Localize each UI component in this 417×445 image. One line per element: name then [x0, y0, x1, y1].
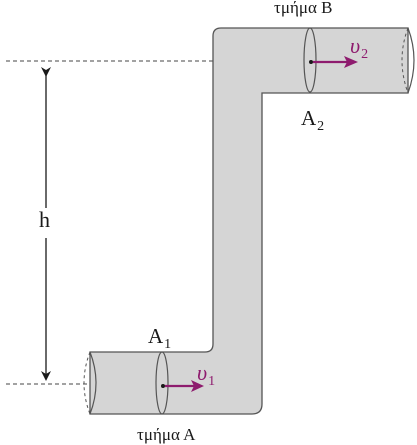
area-a1-subscript: 1: [164, 337, 172, 352]
pipe-body: [89, 27, 409, 415]
height-label: h: [39, 207, 50, 232]
area-a1-label: A1: [148, 324, 172, 352]
height-label-gap: [38, 208, 54, 238]
velocity-2-arrowhead: [344, 56, 358, 68]
pipe-end-left: [89, 351, 97, 415]
pipe-end-left-hidden: [83, 351, 91, 415]
velocity-2-symbol: υ: [350, 33, 361, 58]
pipe-end-right: [407, 27, 415, 94]
velocity-1-arrowhead: [191, 380, 204, 392]
velocity-1-origin-dot: [161, 384, 165, 388]
velocity-2-label: υ2: [350, 33, 369, 62]
cross-section-a2: [303, 27, 317, 93]
pipe-end-right-hidden: [401, 27, 409, 94]
velocity-1-label: υ1: [197, 360, 216, 389]
section-a-label: τμήμα Α: [137, 425, 196, 444]
velocity-2-subscript: 2: [361, 47, 369, 62]
cross-section-a1: [155, 351, 169, 415]
area-a2-subscript: 2: [317, 119, 325, 134]
velocity-1-subscript: 1: [208, 374, 216, 389]
area-a2-symbol: A: [301, 106, 317, 130]
velocity-1-symbol: υ: [197, 360, 208, 385]
section-b-label: τμήμα Β: [274, 0, 333, 17]
area-a1-symbol: A: [148, 324, 164, 348]
velocity-2-origin-dot: [309, 60, 313, 64]
area-a2-label: A2: [301, 106, 325, 134]
